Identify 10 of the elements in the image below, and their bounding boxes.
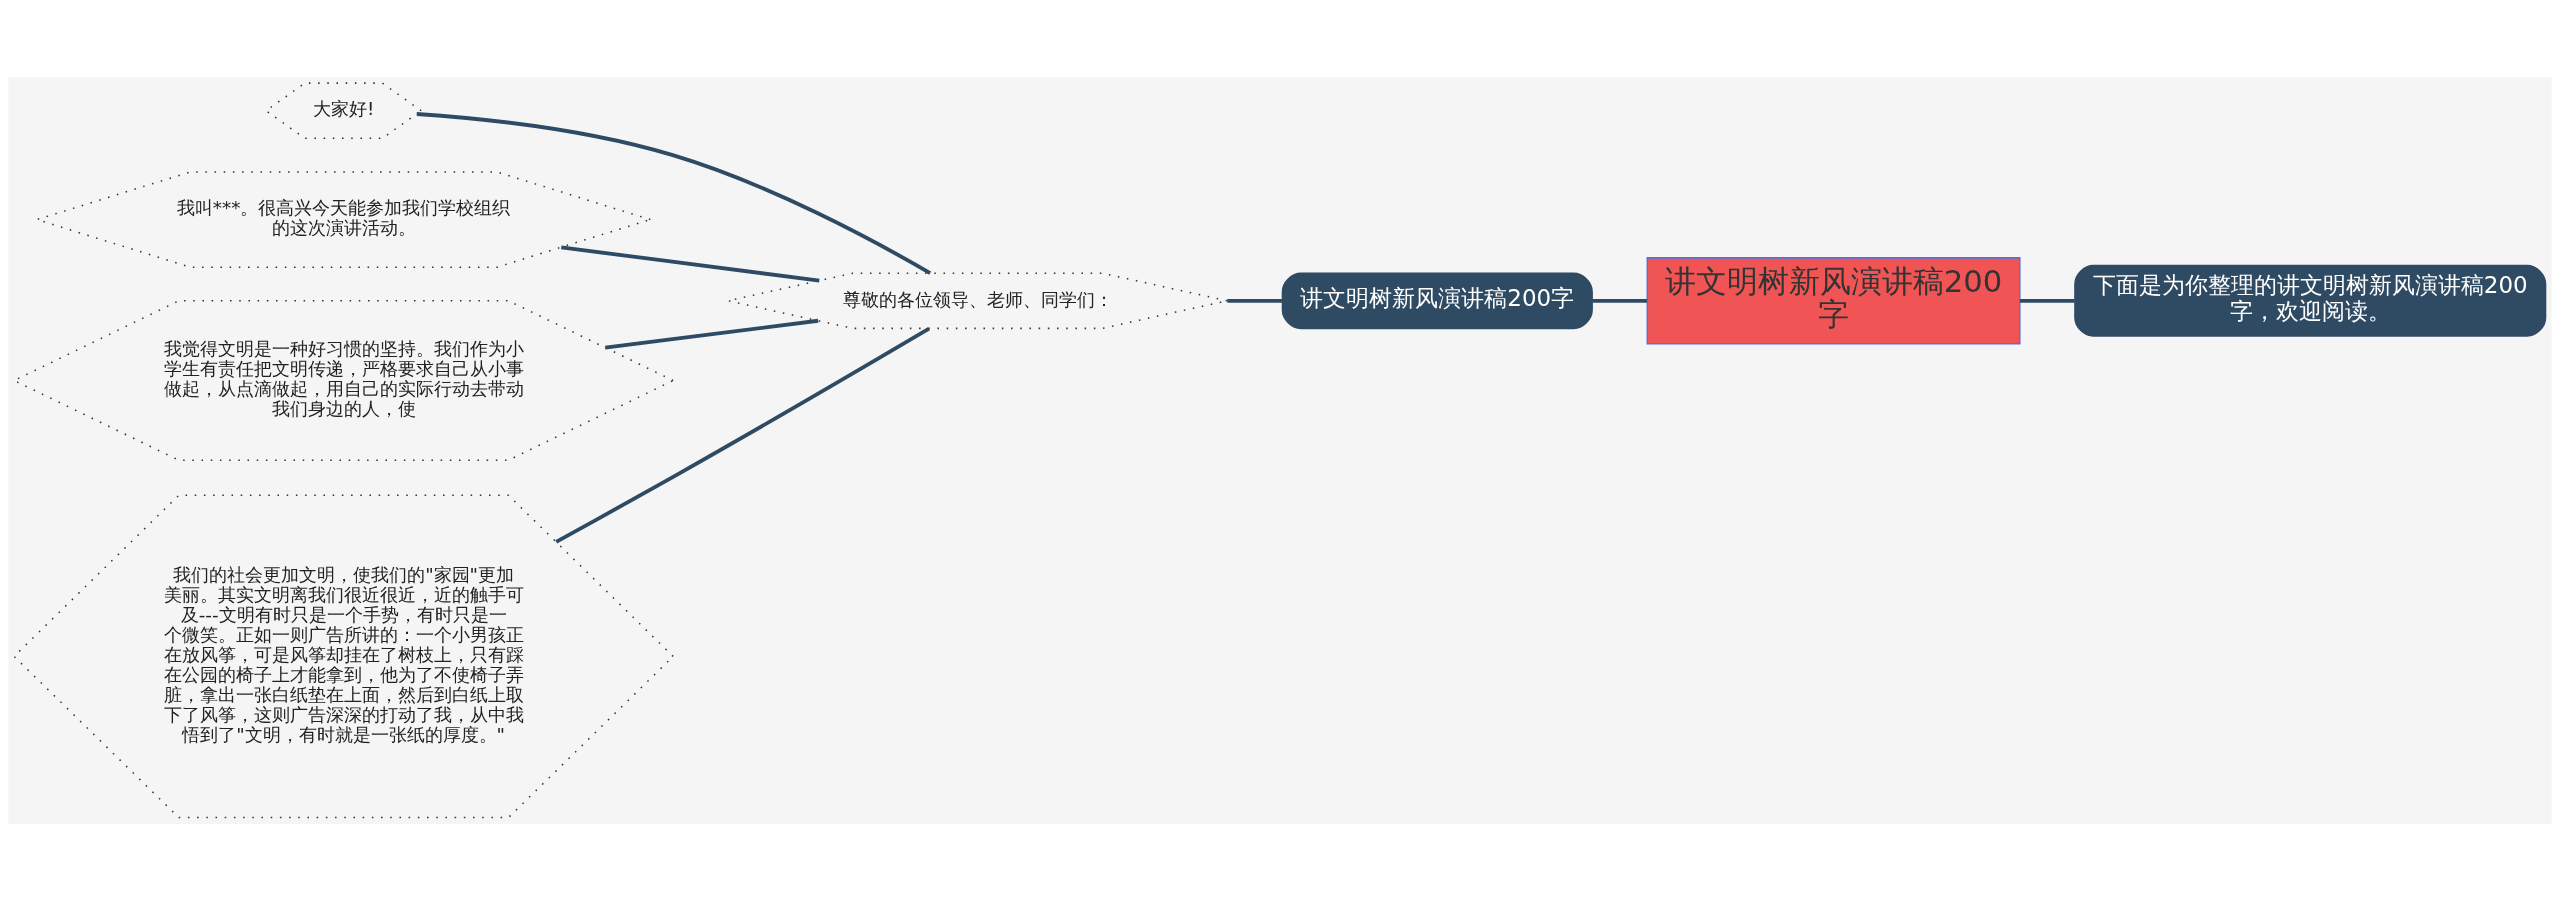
connector: [1592, 298, 1647, 303]
connector: [605, 318, 819, 350]
connector: [561, 245, 820, 283]
connector: [555, 327, 930, 544]
node-box: 讲文明树新风演讲稿200字: [1281, 272, 1593, 330]
node-box: 下面是为你整理的讲文明树新风演讲稿200字，欢迎阅读。: [2074, 264, 2547, 337]
connector: [416, 112, 932, 275]
connector: [1227, 298, 1283, 303]
connector: [2019, 298, 2075, 303]
node-box: 讲文明树新风演讲稿200字: [1646, 257, 2021, 345]
